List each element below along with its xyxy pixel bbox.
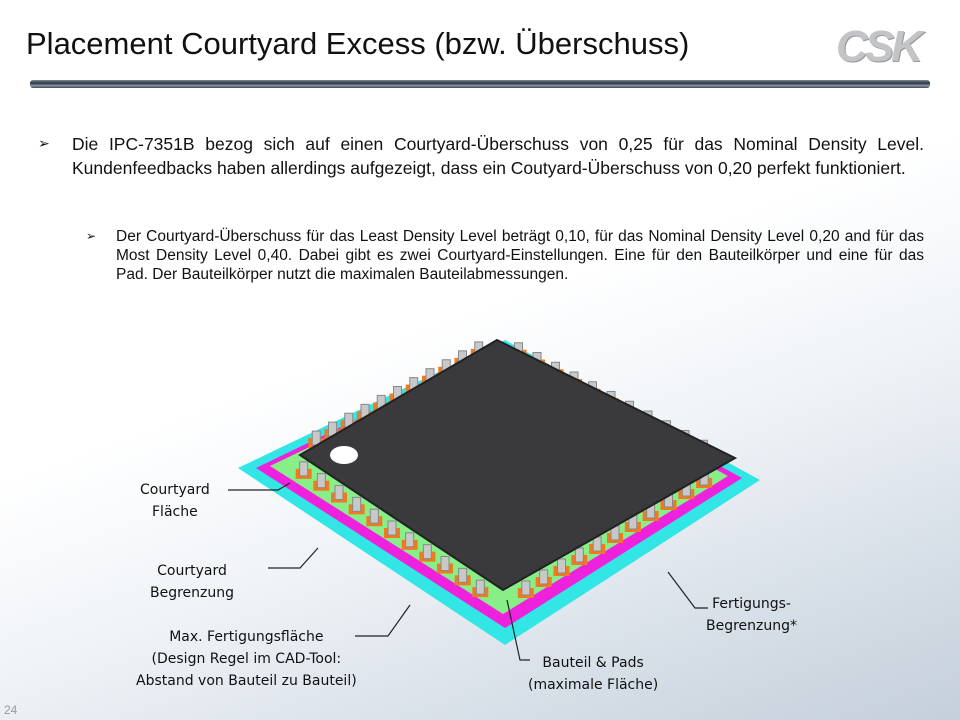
leader-line bbox=[667, 571, 708, 609]
chip-body bbox=[298, 338, 738, 592]
pin-lead bbox=[557, 558, 566, 574]
leader-line bbox=[268, 547, 319, 569]
pin-lead bbox=[458, 567, 468, 583]
slide-title: Placement Courtyard Excess (bzw. Übersch… bbox=[26, 26, 690, 61]
pin-lead bbox=[299, 461, 309, 477]
pin-lead bbox=[405, 532, 415, 548]
leader-line bbox=[355, 604, 411, 637]
pin-lead bbox=[387, 520, 397, 536]
label-bauteil-pads: Bauteil & Pads(maximale Fläche) bbox=[528, 655, 659, 693]
label-fertigungs-begrenzung: Fertigungs-Begrenzung* bbox=[706, 596, 798, 634]
pin-lead bbox=[475, 579, 485, 595]
pin1-marker bbox=[330, 446, 358, 464]
leader-line bbox=[506, 599, 530, 661]
pin-lead bbox=[422, 544, 432, 560]
pin-lead bbox=[574, 547, 584, 563]
pin-lead bbox=[369, 508, 379, 524]
arrow-bullet-icon: ➢ bbox=[38, 135, 50, 151]
pin-lead bbox=[334, 485, 344, 500]
pin-lead bbox=[539, 569, 549, 585]
pin-lead bbox=[440, 556, 450, 571]
title-divider bbox=[30, 80, 930, 88]
pin-lead bbox=[521, 580, 531, 596]
pin-lead bbox=[352, 496, 362, 512]
leader-line bbox=[228, 482, 291, 491]
label-max-fertigungsflaeche: Max. Fertigungsfläche(Design Regel im CA… bbox=[136, 629, 357, 689]
pin-lead bbox=[316, 473, 326, 489]
csk-logo: CSK bbox=[836, 22, 923, 71]
arrow-bullet-icon: ➢ bbox=[86, 229, 97, 243]
bullet-1: Die IPC-7351B bezog sich auf einen Court… bbox=[72, 134, 924, 178]
bullet-2: Der Courtyard-Überschuss für das Least D… bbox=[116, 228, 924, 283]
page-number: 24 bbox=[4, 703, 18, 717]
